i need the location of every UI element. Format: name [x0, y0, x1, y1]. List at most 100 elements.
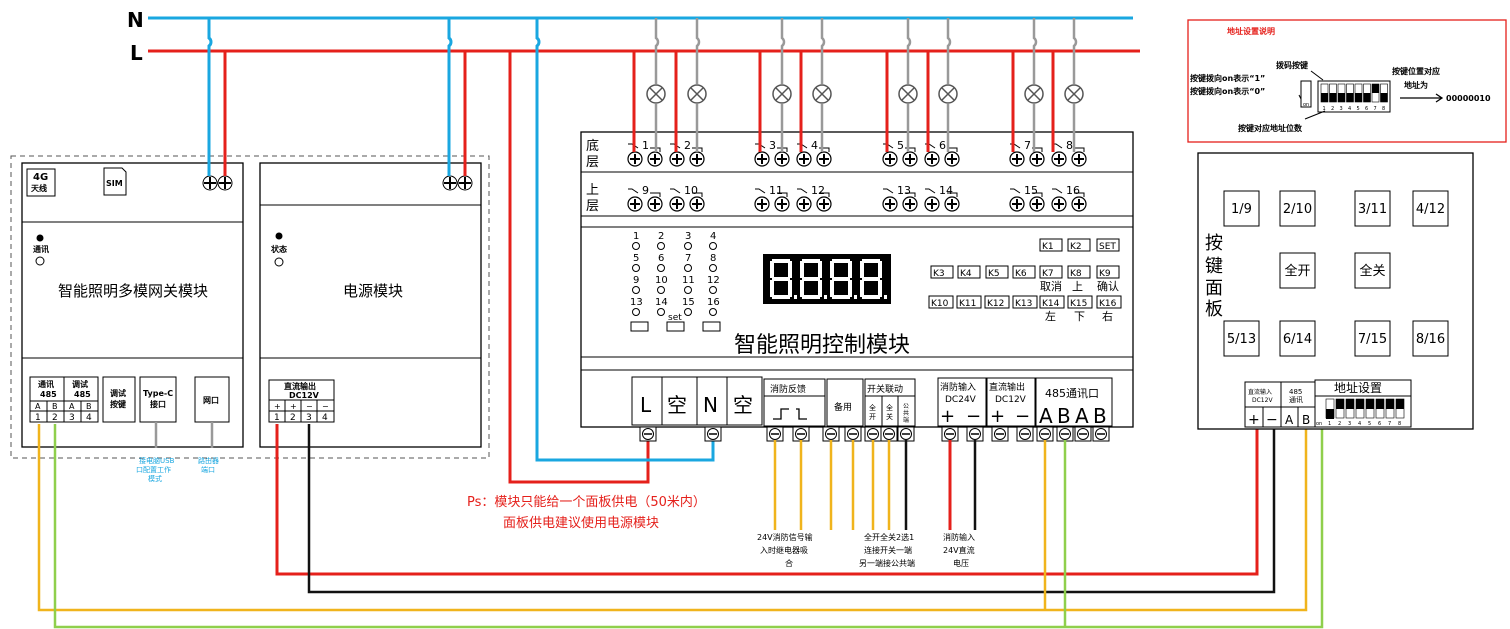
status-led-label: 状态	[271, 244, 287, 254]
typec-note-3: 模式	[148, 474, 162, 483]
panel-dip-7[interactable]: 7	[1385, 398, 1395, 427]
top-screw-9a	[627, 196, 643, 212]
panel-button-9[interactable]: 7/15	[1354, 320, 1391, 357]
address-result: 00000010	[1446, 94, 1491, 103]
key-k15[interactable]: K15	[1067, 295, 1093, 309]
panel-button-4[interactable]: 4/12	[1412, 190, 1449, 227]
typec-note-2: 口配置工作	[136, 465, 171, 474]
key-k16[interactable]: K16	[1096, 295, 1122, 309]
debug-key-block[interactable]	[102, 376, 136, 423]
top-relay-label-16: 16	[1066, 184, 1080, 197]
led-3	[684, 242, 692, 250]
panel-dip-6[interactable]: 6	[1375, 398, 1385, 427]
bottom-screw-15	[1056, 426, 1074, 442]
status-led-dot	[275, 232, 283, 240]
svg-text:−: −	[966, 406, 981, 427]
svg-text:接口: 接口	[150, 399, 166, 409]
term-empty-1: 空	[667, 393, 687, 417]
bottom-screw-11	[966, 426, 984, 442]
key-k12[interactable]: K12	[984, 295, 1010, 309]
panel-button-1[interactable]: 1/9	[1223, 190, 1260, 227]
panel-dip-4[interactable]: 4	[1355, 398, 1365, 427]
top-relay-label-13: 13	[897, 184, 911, 197]
bottom-screw-17	[1092, 426, 1110, 442]
svg-text:2: 2	[1338, 421, 1341, 427]
pw-num-3: 3	[306, 413, 312, 423]
key-k10[interactable]: K10	[928, 295, 954, 309]
svg-text:+: +	[940, 406, 955, 427]
gw-num-4: 4	[86, 413, 92, 423]
term-empty-2: 空	[733, 393, 753, 417]
key-k8[interactable]: K8	[1067, 265, 1091, 279]
sample-dip-8: 8	[1380, 83, 1388, 112]
svg-text:K9: K9	[1099, 269, 1111, 279]
led-button-left[interactable]	[630, 321, 649, 332]
key-k1[interactable]: K1	[1039, 238, 1063, 252]
panel-dip-2[interactable]: 2	[1335, 398, 1345, 427]
top-screw-13b	[902, 196, 918, 212]
gw-term-1: A	[35, 402, 41, 411]
led-button-right[interactable]	[702, 321, 721, 332]
key-sub-label-1: 取消	[1040, 279, 1062, 293]
key-k2[interactable]: K2	[1067, 238, 1091, 252]
panel-dip-3[interactable]: 3	[1345, 398, 1355, 427]
led-label-12: 12	[707, 275, 720, 286]
key-sub-label-5: 下	[1074, 310, 1085, 323]
bottom-relay-label-6: 6	[939, 139, 946, 152]
controller-n-wire	[535, 18, 715, 462]
key-set[interactable]: SET	[1096, 238, 1120, 252]
bottom-screw-4	[792, 426, 810, 442]
panel-button-3[interactable]: 3/11	[1354, 190, 1391, 227]
led-label-14: 14	[655, 297, 668, 308]
panel-button-10[interactable]: 8/16	[1412, 320, 1449, 357]
bottom-relay-label-4: 4	[811, 139, 818, 152]
svg-text:K4: K4	[960, 269, 972, 279]
pos-note: 按键对应地址位数	[1238, 123, 1303, 133]
svg-text:消防输入: 消防输入	[940, 381, 976, 393]
panel-button-8[interactable]: 6/14	[1279, 320, 1316, 357]
key-k13[interactable]: K13	[1012, 295, 1038, 309]
address-info-box: 地址设置说明 拨码按键 按键拨向on表示“1” 按键拨向on表示“0” on 1…	[1187, 19, 1507, 143]
key-k3[interactable]: K3	[930, 265, 954, 279]
display-digit-1	[770, 259, 797, 299]
key-k7[interactable]: K7	[1039, 265, 1063, 279]
top-relay-label-9: 9	[642, 184, 649, 197]
key-k5[interactable]: K5	[985, 265, 1009, 279]
panel-button-6[interactable]: 全关	[1354, 252, 1391, 289]
top-screw-15a	[1009, 196, 1025, 212]
key-k4[interactable]: K4	[957, 265, 981, 279]
key-k6[interactable]: K6	[1012, 265, 1036, 279]
bottom-screw-9	[897, 426, 915, 442]
net-port[interactable]	[194, 376, 230, 423]
panel-dip-1[interactable]: 1	[1325, 398, 1335, 427]
switch-note-3: 另一端接公共端	[859, 558, 915, 568]
top-screw-12a	[796, 196, 812, 212]
typec-port[interactable]	[139, 376, 177, 423]
key-k11[interactable]: K11	[956, 295, 982, 309]
panel-button-5[interactable]: 全开	[1279, 252, 1316, 289]
fire-input-block	[937, 377, 987, 427]
top-relay-label-11: 11	[769, 184, 783, 197]
sim-slot	[103, 167, 127, 196]
display-digit-2	[800, 259, 827, 299]
bottom-screw-3	[766, 426, 784, 442]
panel-dip-5[interactable]: 5	[1365, 398, 1375, 427]
gateway-module: 4G 天线 SIM 通讯 智能照明多模网关模块 通讯 485 调试 485 A …	[21, 162, 244, 448]
svg-text:1: 1	[1328, 421, 1331, 427]
relay-contact-symbol	[773, 408, 807, 420]
panel-button-2[interactable]: 2/10	[1279, 190, 1316, 227]
bottom-screw-6	[844, 426, 862, 442]
key-k14[interactable]: K14	[1039, 295, 1065, 309]
top-relay-label-10: 10	[684, 184, 698, 197]
bottom-screw-1b	[647, 151, 663, 167]
svg-text:+: +	[990, 406, 1005, 427]
bottom-screw-2a	[669, 151, 685, 167]
set-button[interactable]	[666, 321, 685, 332]
panel-button-7[interactable]: 5/13	[1223, 320, 1260, 357]
panel-dip-8[interactable]: 8	[1395, 398, 1405, 427]
gateway-n-wire	[207, 18, 213, 176]
key-k9[interactable]: K9	[1096, 265, 1120, 279]
svg-text:B: B	[1093, 404, 1107, 428]
svg-text:2/10: 2/10	[1283, 202, 1312, 217]
